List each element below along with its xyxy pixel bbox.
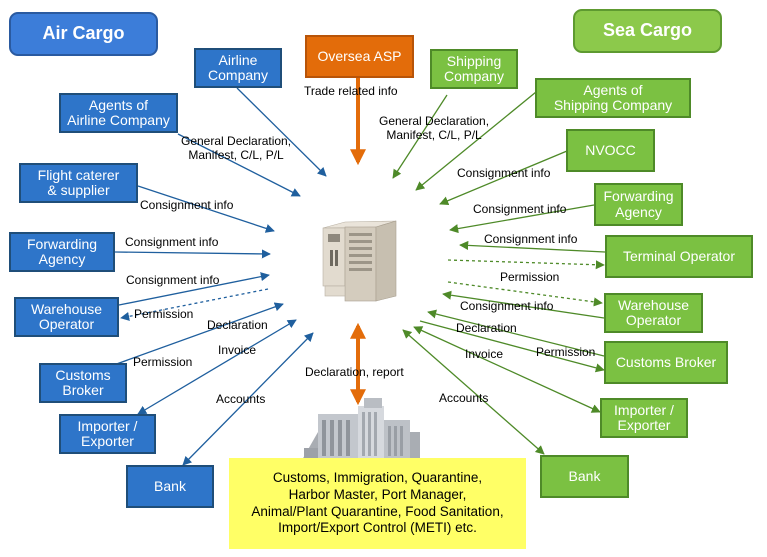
arrow-bank-sea (402, 329, 545, 455)
warehouse-operator-air-box: Warehouse Operator (14, 297, 119, 337)
shipping-company-box: Shipping Company (430, 49, 518, 89)
importer-exporter-air-box: Importer / Exporter (59, 414, 156, 454)
arrow-agents-shipping (415, 91, 537, 191)
arrow-warehouse-sea (442, 290, 605, 319)
air-consignment-label-2: Consignment info (125, 235, 219, 249)
sea-permission-label-1: Permission (500, 270, 560, 284)
arrow-nvocc (439, 150, 568, 206)
sea-cargo-header: Sea Cargo (573, 9, 722, 53)
bank-sea-box: Bank (540, 455, 629, 498)
government-buildings-icon (302, 398, 420, 460)
sea-consignment-label-1: Consignment info (457, 166, 551, 180)
air-consignment-label-3: Consignment info (126, 273, 220, 287)
sea-accounts-label: Accounts (439, 391, 489, 405)
arrow-permission-air (120, 288, 269, 321)
customs-broker-sea-box: Customs Broker (604, 341, 728, 384)
arrow-bank-air (182, 332, 314, 466)
flight-caterer-box: Flight caterer & supplier (19, 163, 138, 203)
sea-permission-label-2: Permission (536, 345, 596, 359)
arrow-forwarding-sea (449, 204, 595, 234)
warehouse-operator-sea-box: Warehouse Operator (604, 293, 703, 333)
arrow-forwarding-air (114, 249, 271, 259)
nvocc-box: NVOCC (566, 129, 655, 172)
agents-shipping-box: Agents of Shipping Company (535, 78, 691, 118)
air-accounts-label: Accounts (216, 392, 266, 406)
arrow-airline-company (236, 87, 327, 177)
air-permission-label-1: Permission (134, 307, 194, 321)
air-general-declaration-label: General Declaration, Manifest, C/L, P/L (181, 134, 292, 162)
air-declaration-label: Declaration (207, 318, 268, 332)
authorities-box: Customs, Immigration, Quarantine, Harbor… (229, 458, 526, 549)
sea-consignment-label-3: Consignment info (484, 232, 578, 246)
air-cargo-header: Air Cargo (9, 12, 158, 56)
air-permission-label-2: Permission (133, 355, 193, 369)
terminal-operator-box: Terminal Operator (605, 235, 753, 278)
sea-declaration-label: Declaration (456, 321, 517, 335)
sea-consignment-label-4: Consignment info (460, 299, 554, 313)
trade-related-info-label: Trade related info (304, 84, 398, 98)
arrow-terminal-operator (459, 240, 606, 253)
oversea-asp-box: Oversea ASP (305, 35, 414, 78)
forwarding-agency-air-box: Forwarding Agency (9, 232, 115, 272)
air-consignment-label-1: Consignment info (140, 198, 234, 212)
arrow-flight-caterer (137, 185, 275, 233)
bank-air-box: Bank (126, 465, 214, 508)
arrow-permission-sea-2 (447, 281, 603, 307)
arrow-agents-airline (177, 133, 301, 197)
sea-consignment-label-2: Consignment info (473, 202, 567, 216)
sea-general-declaration-label: General Declaration, Manifest, C/L, P/L (379, 114, 490, 142)
sea-invoice-label: Invoice (465, 347, 504, 361)
arrow-permission-sea (447, 259, 605, 270)
customs-broker-air-box: Customs Broker (39, 363, 127, 403)
arrow-shipping-company (392, 94, 448, 179)
air-invoice-label: Invoice (218, 343, 257, 357)
airline-company-box: Airline Company (194, 48, 282, 88)
arrow-warehouse-air (118, 272, 270, 306)
server-icon (322, 220, 397, 302)
agents-airline-box: Agents of Airline Company (59, 93, 178, 133)
importer-exporter-sea-box: Importer / Exporter (600, 398, 688, 438)
forwarding-agency-sea-box: Forwarding Agency (594, 183, 683, 226)
declaration-report-label: Declaration, report (305, 365, 404, 379)
